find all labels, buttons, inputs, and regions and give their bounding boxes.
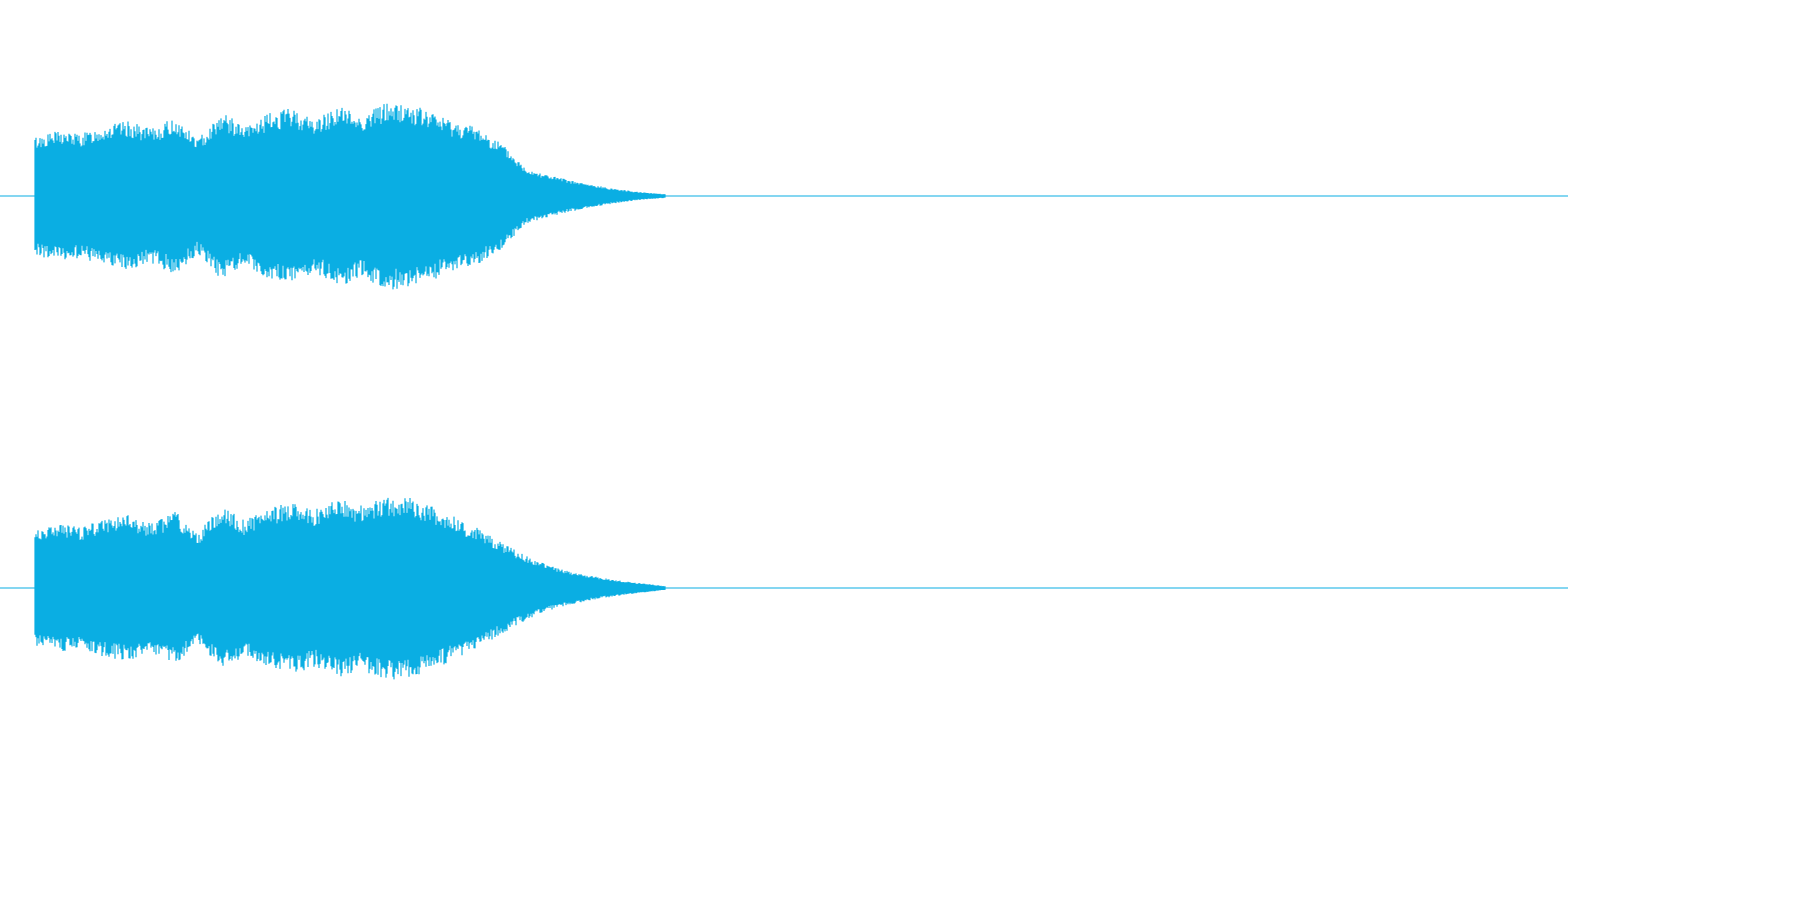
- channel-bottom: [0, 392, 1568, 784]
- waveform-fill-bottom: [34, 497, 666, 680]
- channel-top: [0, 0, 1568, 392]
- waveform-channel-top: [0, 103, 1568, 290]
- waveform-samples-right: [34, 497, 666, 680]
- waveform-samples-left: [34, 103, 666, 290]
- waveform-viewer: [0, 0, 1568, 784]
- waveform-fill-top: [34, 103, 666, 290]
- waveform-channel-bottom: [0, 497, 1568, 680]
